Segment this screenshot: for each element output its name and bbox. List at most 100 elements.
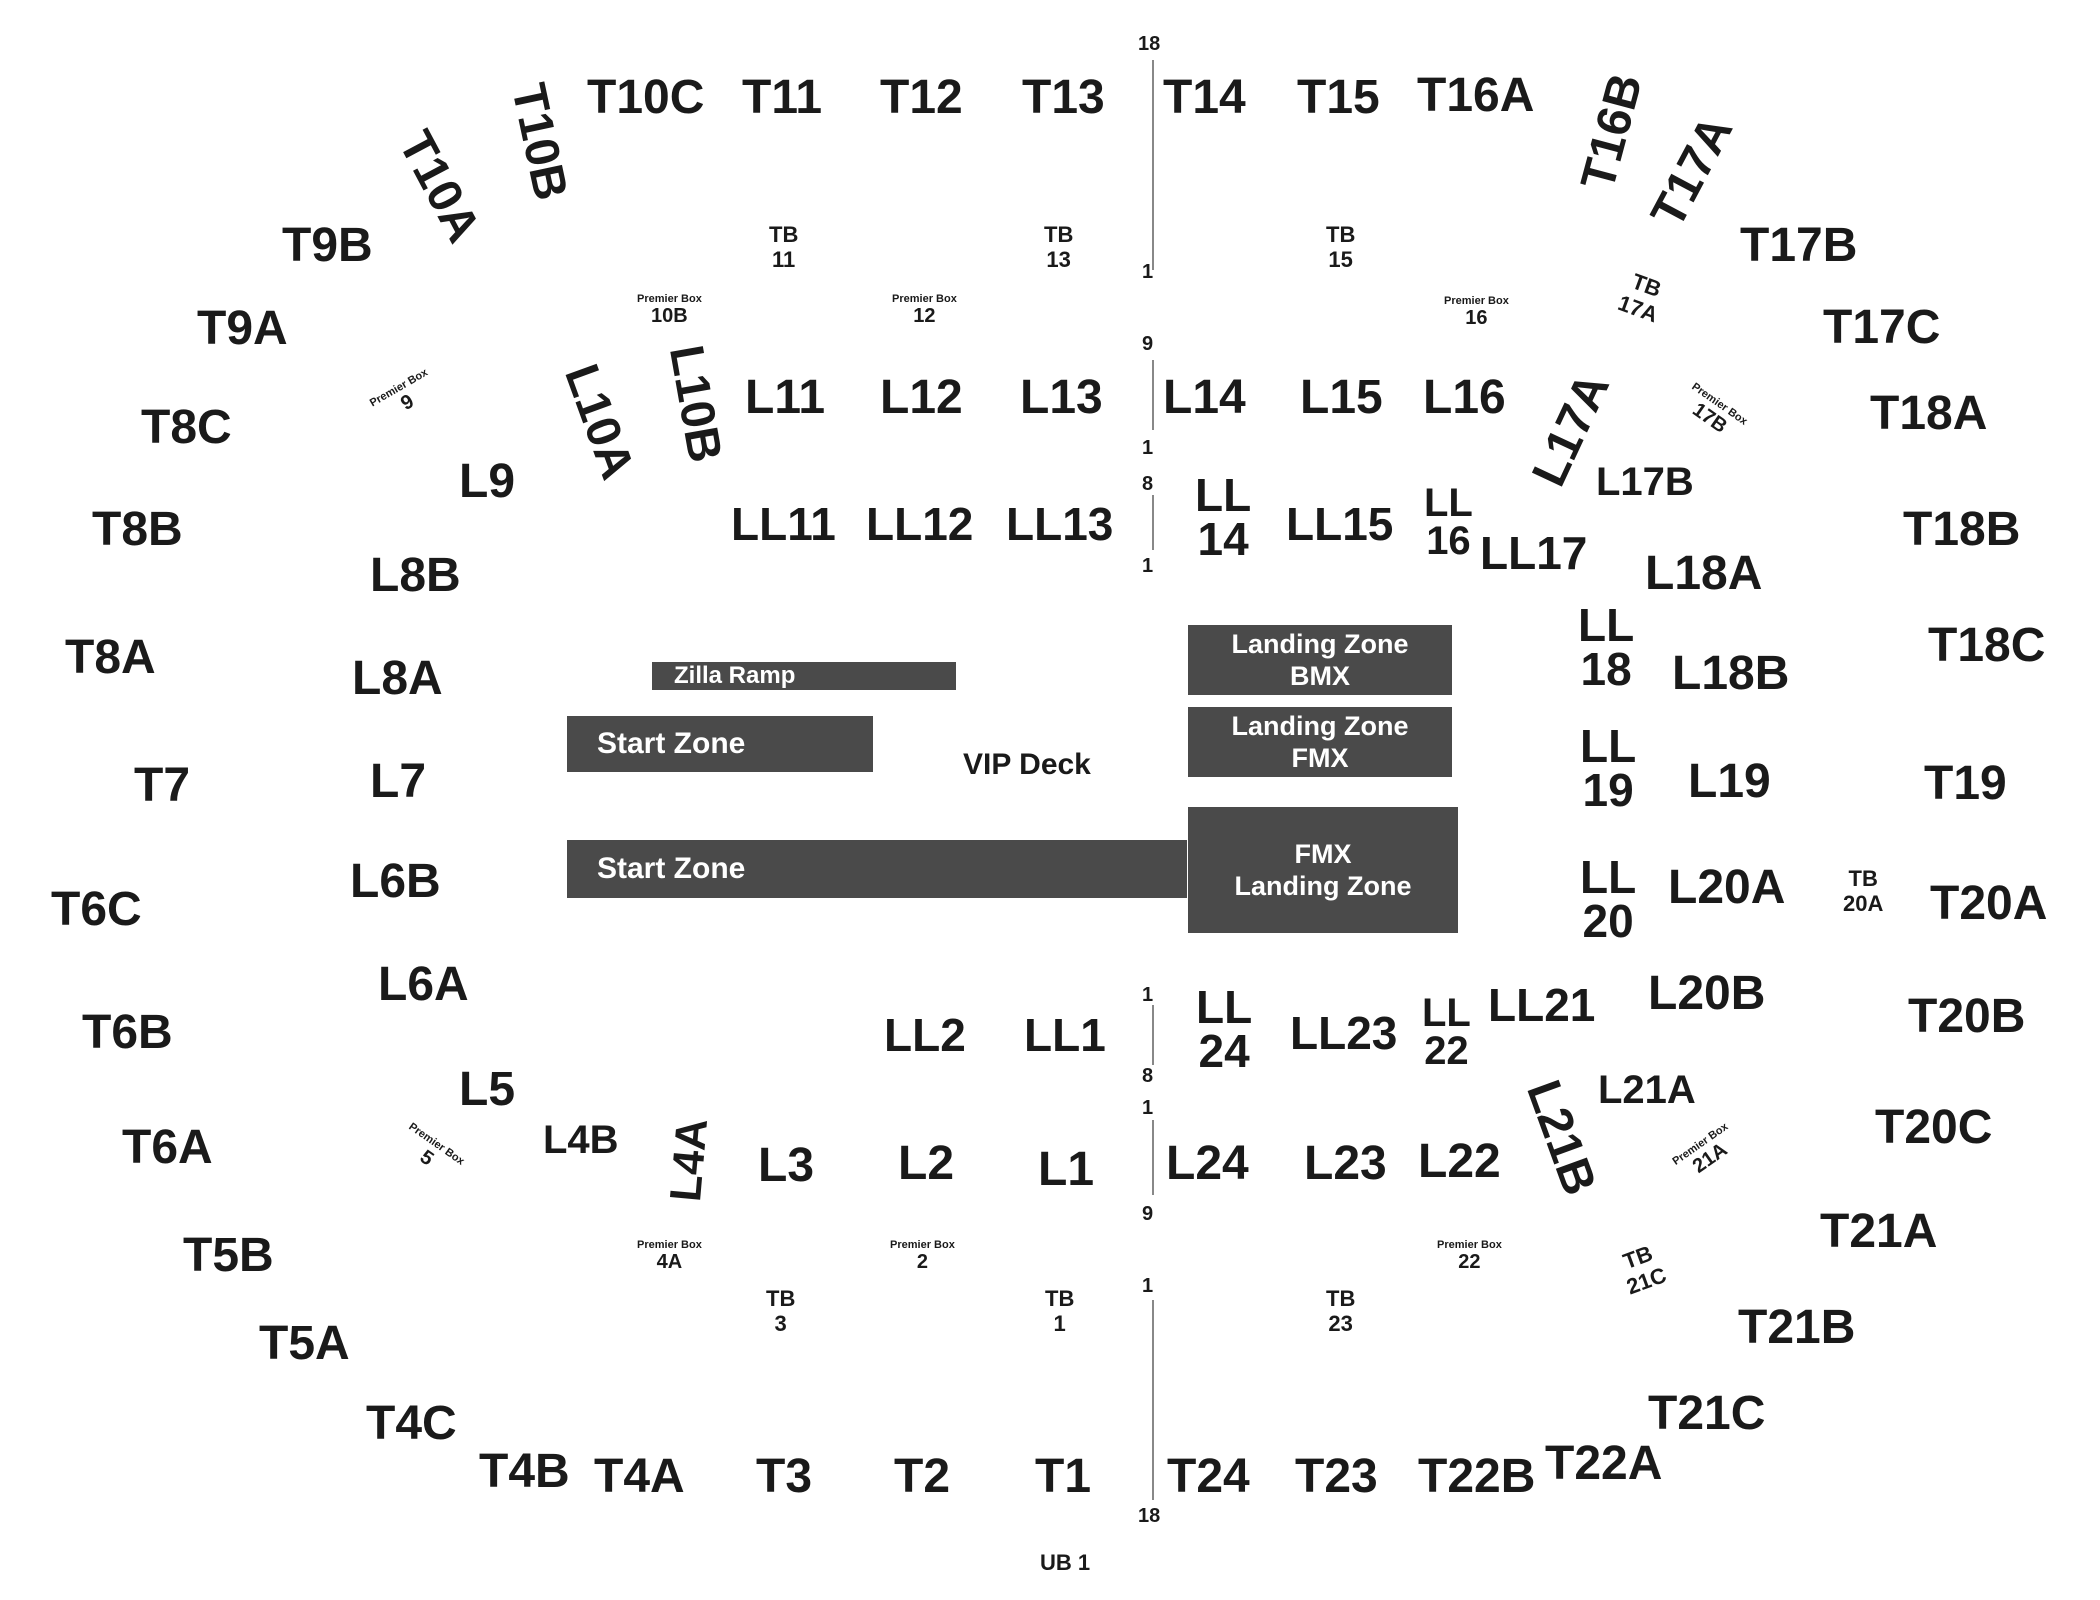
- section-t5a[interactable]: T5A: [259, 1317, 350, 1370]
- section-l4b[interactable]: L4B: [543, 1118, 619, 1162]
- section-t19[interactable]: T19: [1924, 757, 2007, 810]
- section-t21a[interactable]: T21A: [1820, 1205, 1938, 1258]
- section-l22[interactable]: L22: [1418, 1135, 1501, 1188]
- section-l6a[interactable]: L6A: [378, 958, 469, 1011]
- section-t21b[interactable]: T21B: [1738, 1301, 1856, 1354]
- section-t10a[interactable]: T10A: [388, 122, 491, 252]
- section-ll16[interactable]: LL 16: [1424, 481, 1473, 563]
- section-t10c[interactable]: T10C: [587, 71, 705, 124]
- section-t20c[interactable]: T20C: [1875, 1101, 1993, 1154]
- terrace-box-13[interactable]: TB 13: [1044, 222, 1074, 273]
- section-t4a[interactable]: T4A: [594, 1450, 685, 1503]
- section-t16b[interactable]: T16B: [1571, 68, 1653, 196]
- start-zone-lower[interactable]: Start Zone: [567, 840, 1187, 898]
- terrace-box-20a[interactable]: TB 20A: [1843, 866, 1884, 917]
- section-t2[interactable]: T2: [894, 1450, 951, 1503]
- section-t8a[interactable]: T8A: [65, 631, 156, 684]
- section-l11[interactable]: L11: [745, 371, 826, 424]
- section-l23[interactable]: L23: [1304, 1137, 1387, 1190]
- section-l10a[interactable]: L10A: [554, 357, 645, 487]
- section-t18b[interactable]: T18B: [1903, 503, 2021, 556]
- section-t5b[interactable]: T5B: [183, 1229, 274, 1282]
- zilla-ramp[interactable]: Zilla Ramp: [652, 662, 956, 690]
- terrace-box-17a[interactable]: TB 17A: [1614, 268, 1665, 328]
- section-l6b[interactable]: L6B: [350, 855, 441, 908]
- section-t4c[interactable]: T4C: [366, 1397, 457, 1450]
- ub1-label[interactable]: UB 1: [1040, 1550, 1091, 1575]
- section-t22a[interactable]: T22A: [1545, 1437, 1663, 1490]
- terrace-box-23[interactable]: TB 23: [1326, 1286, 1356, 1337]
- section-t9a[interactable]: T9A: [197, 302, 288, 355]
- section-t17a[interactable]: T17A: [1641, 107, 1744, 237]
- section-t7[interactable]: T7: [134, 759, 191, 812]
- landing-zone-bmx[interactable]: Landing Zone BMX: [1188, 625, 1452, 695]
- section-ll11[interactable]: LL11: [731, 498, 836, 550]
- section-t10b[interactable]: T10B: [501, 78, 578, 205]
- section-l17b[interactable]: L17B: [1596, 460, 1694, 504]
- section-l24[interactable]: L24: [1166, 1137, 1249, 1190]
- section-t6a[interactable]: T6A: [122, 1121, 213, 1174]
- section-ll19[interactable]: LL 19: [1580, 720, 1637, 816]
- section-t21c[interactable]: T21C: [1648, 1387, 1766, 1440]
- section-t16a[interactable]: T16A: [1417, 69, 1535, 122]
- section-ll18[interactable]: LL 18: [1578, 599, 1635, 695]
- section-ll1[interactable]: LL1: [1024, 1009, 1106, 1061]
- section-t9b[interactable]: T9B: [282, 219, 373, 272]
- section-ll17[interactable]: LL17: [1480, 527, 1588, 579]
- terrace-box-3[interactable]: TB 3: [766, 1286, 796, 1337]
- vip-deck[interactable]: VIP Deck: [963, 748, 1091, 781]
- section-t22b[interactable]: T22B: [1418, 1450, 1536, 1503]
- section-l15[interactable]: L15: [1300, 371, 1383, 424]
- section-l7[interactable]: L7: [370, 755, 427, 808]
- section-t17c[interactable]: T17C: [1823, 301, 1941, 354]
- start-zone-upper[interactable]: Start Zone: [567, 716, 873, 772]
- section-l1[interactable]: L1: [1038, 1143, 1095, 1196]
- section-t8b[interactable]: T8B: [92, 503, 183, 556]
- section-l10b[interactable]: L10B: [658, 341, 732, 467]
- section-t14[interactable]: T14: [1163, 71, 1246, 124]
- section-l20a[interactable]: L20A: [1668, 861, 1786, 914]
- section-l8b[interactable]: L8B: [370, 549, 461, 602]
- section-t12[interactable]: T12: [880, 71, 963, 124]
- section-ll23[interactable]: LL23: [1290, 1007, 1398, 1059]
- section-ll14[interactable]: LL 14: [1195, 469, 1252, 565]
- section-t24[interactable]: T24: [1167, 1450, 1250, 1503]
- section-ll12[interactable]: LL12: [866, 498, 974, 550]
- fmx-landing-zone[interactable]: FMX Landing Zone: [1188, 807, 1458, 933]
- section-t1[interactable]: T1: [1035, 1450, 1092, 1503]
- section-l13[interactable]: L13: [1020, 371, 1103, 424]
- section-t6b[interactable]: T6B: [82, 1006, 173, 1059]
- section-t3[interactable]: T3: [756, 1450, 813, 1503]
- section-l21a[interactable]: L21A: [1598, 1068, 1696, 1112]
- terrace-box-21c[interactable]: TB 21C: [1619, 1240, 1670, 1300]
- terrace-box-15[interactable]: TB 15: [1326, 222, 1356, 273]
- section-l21b[interactable]: L21B: [1516, 1073, 1607, 1203]
- section-l20b[interactable]: L20B: [1648, 967, 1766, 1020]
- section-l18a[interactable]: L18A: [1645, 547, 1763, 600]
- section-l14[interactable]: L14: [1163, 371, 1246, 424]
- section-t11[interactable]: T11: [742, 71, 823, 124]
- section-l8a[interactable]: L8A: [352, 652, 443, 705]
- section-l9[interactable]: L9: [459, 455, 516, 508]
- section-ll20[interactable]: LL 20: [1580, 851, 1637, 947]
- section-t4b[interactable]: T4B: [479, 1445, 570, 1498]
- section-l19[interactable]: L19: [1688, 755, 1771, 808]
- section-t15[interactable]: T15: [1297, 71, 1380, 124]
- terrace-box-1[interactable]: TB 1: [1045, 1286, 1075, 1337]
- section-t6c[interactable]: T6C: [51, 883, 142, 936]
- terrace-box-11[interactable]: TB 11: [769, 222, 799, 273]
- section-t18c[interactable]: T18C: [1928, 619, 2046, 672]
- section-ll22[interactable]: LL 22: [1422, 991, 1471, 1073]
- landing-zone-fmx[interactable]: Landing Zone FMX: [1188, 707, 1452, 777]
- section-t13[interactable]: T13: [1022, 71, 1105, 124]
